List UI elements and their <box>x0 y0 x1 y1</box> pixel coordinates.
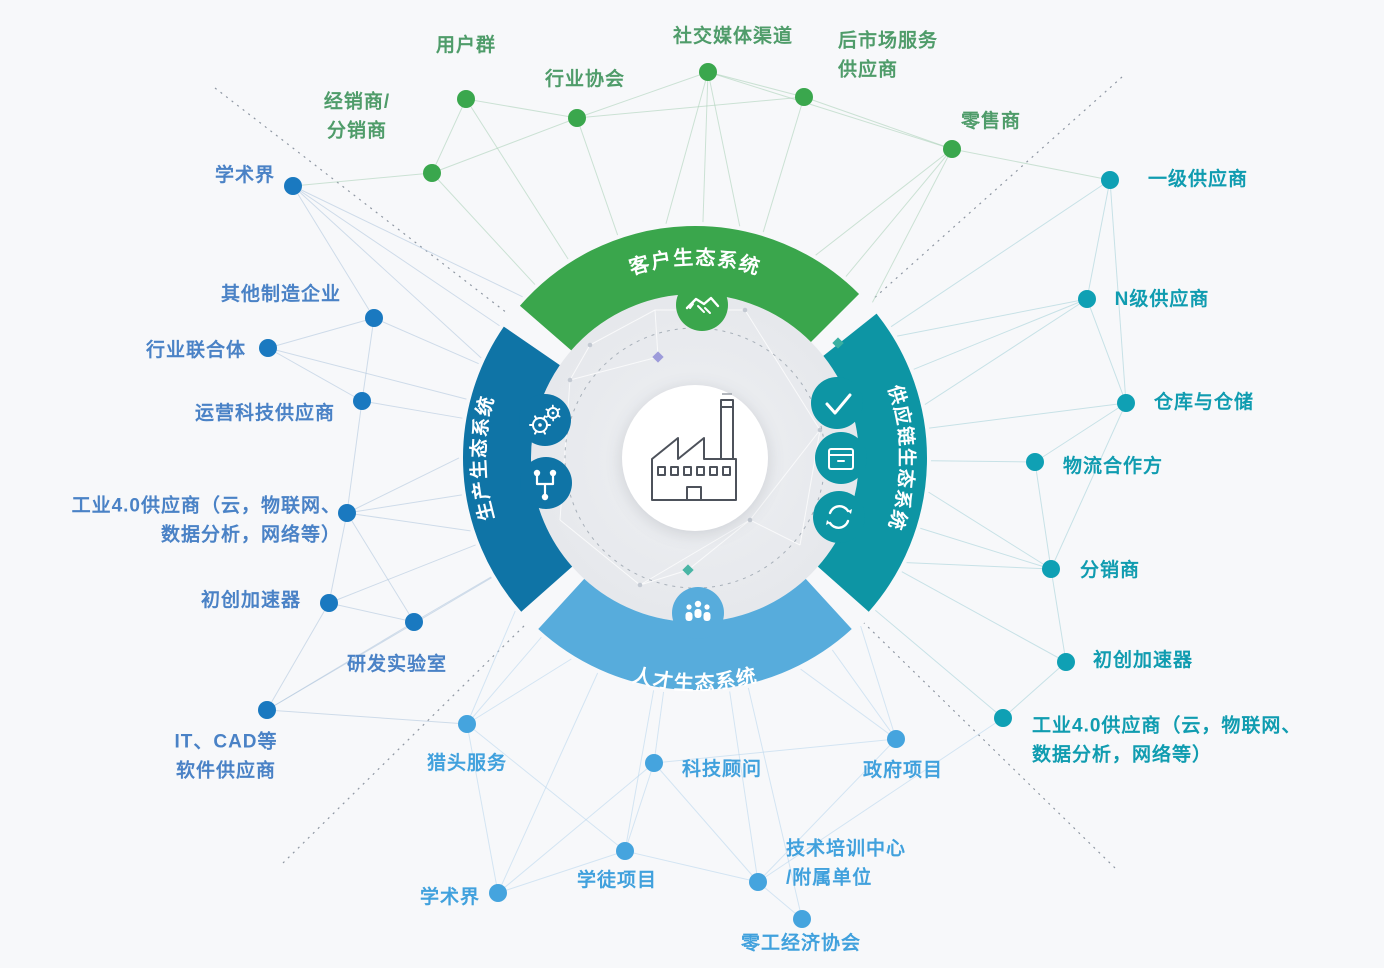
node-dot <box>258 701 276 719</box>
handshake-icon <box>676 279 728 331</box>
center-hub <box>622 385 768 531</box>
node-dot <box>994 709 1012 727</box>
node-dot <box>1042 560 1060 578</box>
node-dot <box>568 109 586 127</box>
factory-icon <box>651 393 737 501</box>
diamond-marker <box>682 564 694 576</box>
cycle-icon <box>813 491 865 543</box>
node-dot <box>749 873 767 891</box>
node-dot <box>616 842 634 860</box>
node-dot <box>353 392 371 410</box>
node-dot <box>1101 171 1119 189</box>
node-dot <box>1117 394 1135 412</box>
arc-customer <box>519 226 860 351</box>
diamond-marker <box>652 351 664 363</box>
node-dot <box>457 90 475 108</box>
node-dot <box>943 140 961 158</box>
node-dot <box>489 884 507 902</box>
arc-supply <box>817 313 927 612</box>
node-dot <box>405 613 423 631</box>
people-icon <box>672 587 724 639</box>
box-icon <box>815 432 867 484</box>
node-dot <box>320 594 338 612</box>
node-dot <box>887 730 905 748</box>
node-dot <box>645 754 663 772</box>
node-dot <box>699 63 717 81</box>
node-dot <box>284 177 302 195</box>
network-lines <box>266 71 1127 920</box>
node-dot <box>365 309 383 327</box>
node-dot <box>793 910 811 928</box>
node-dot <box>338 504 356 522</box>
diamond-marker <box>832 337 844 349</box>
node-dot <box>423 164 441 182</box>
node-dot <box>259 339 277 357</box>
diagonal-dotted-rays <box>214 76 1123 869</box>
check-icon <box>811 377 863 429</box>
arc-talent <box>538 578 852 690</box>
node-dot <box>1057 653 1075 671</box>
node-dot <box>458 715 476 733</box>
node-dot <box>1026 453 1044 471</box>
node-dot <box>795 88 813 106</box>
gears-icon <box>519 394 571 446</box>
node-dot <box>1078 290 1096 308</box>
robotic-arm-icon <box>520 457 572 509</box>
arc-production <box>463 326 573 612</box>
